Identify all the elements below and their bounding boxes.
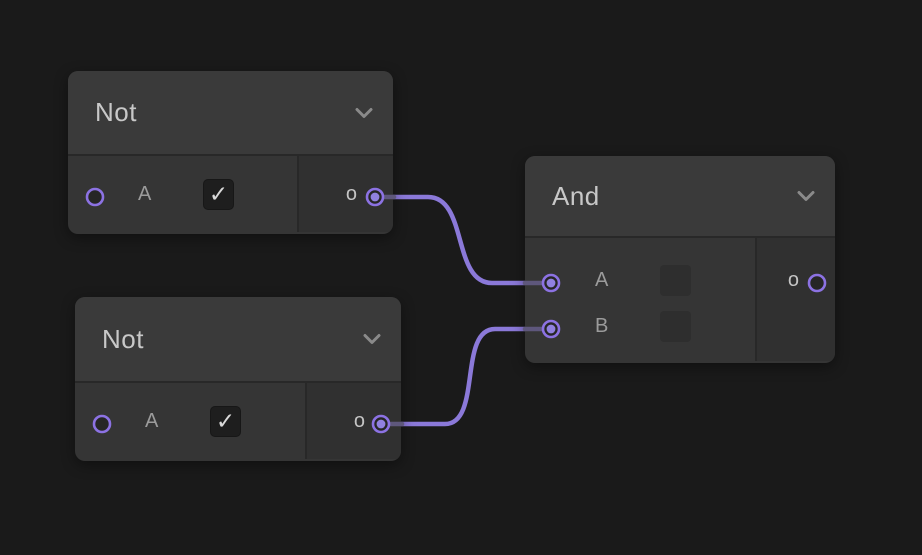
node-body: A ✓ o [75, 383, 401, 459]
input-label: A [138, 182, 152, 205]
node-title: And [552, 180, 600, 211]
output-section: o [297, 156, 393, 232]
node-title: Not [95, 97, 137, 127]
output-label: o [353, 409, 365, 432]
output-section: o [305, 383, 401, 459]
input-label: A [145, 409, 159, 432]
input-row-a: A ✓ [68, 178, 297, 210]
input-row-a: A [525, 265, 755, 296]
output-label: o [345, 182, 357, 205]
output-row: o [299, 179, 393, 210]
checkbox-checked[interactable]: ✓ [210, 405, 241, 437]
node-not-1[interactable]: Not A ✓ o [68, 71, 393, 234]
input-label: B [595, 315, 609, 337]
output-row: o [757, 265, 835, 296]
value-box-disabled [660, 311, 691, 342]
node-header[interactable]: Not [68, 71, 393, 156]
input-section: A ✓ [68, 156, 297, 232]
chevron-down-icon[interactable] [363, 333, 381, 345]
node-header[interactable]: And [525, 156, 835, 238]
input-row-b: B [525, 311, 755, 342]
node-title: Not [102, 323, 144, 354]
checkmark-icon: ✓ [215, 407, 236, 434]
node-body: A B o [525, 238, 835, 361]
node-header[interactable]: Not [75, 297, 401, 383]
input-section: A B [525, 238, 755, 361]
input-section: A ✓ [75, 383, 305, 459]
checkmark-icon: ✓ [208, 180, 229, 207]
chevron-down-icon[interactable] [355, 107, 373, 119]
node-body: A ✓ o [68, 156, 393, 232]
input-row-a: A ✓ [75, 405, 305, 437]
node-not-2[interactable]: Not A ✓ o [75, 297, 401, 461]
output-label: o [787, 269, 799, 291]
chevron-down-icon[interactable] [797, 190, 815, 202]
checkbox-checked[interactable]: ✓ [203, 178, 234, 210]
output-section: o [755, 238, 835, 361]
input-label: A [595, 269, 609, 291]
output-row: o [307, 406, 401, 437]
node-and-1[interactable]: And A B o [525, 156, 835, 363]
value-box-disabled [660, 265, 691, 296]
